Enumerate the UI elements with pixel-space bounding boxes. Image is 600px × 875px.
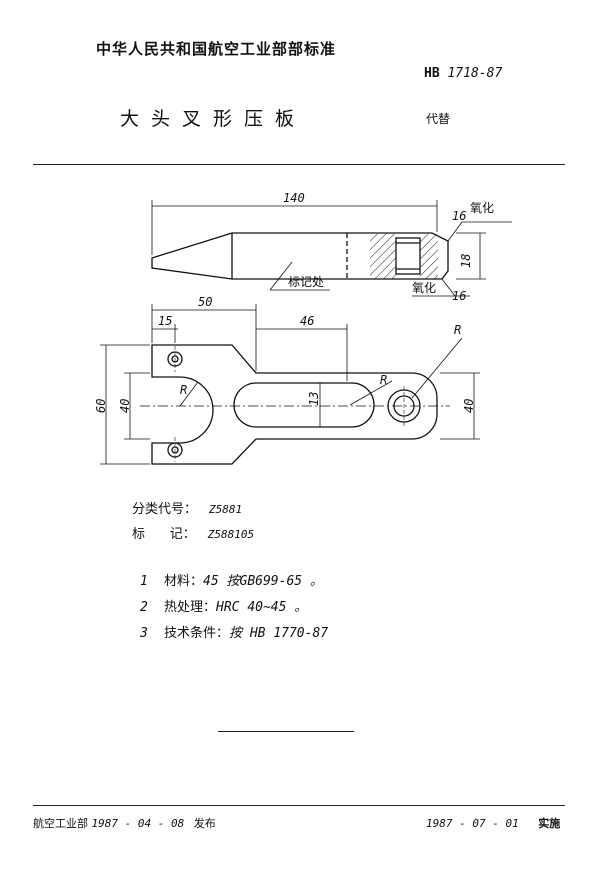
note-number: 2 [140, 600, 148, 615]
dim-50: 50 [198, 295, 212, 309]
issue-label: 发布 [193, 817, 216, 830]
note-item: 3 技术条件：按 HB 1770-87 [140, 622, 328, 641]
issuing-organization: 中华人民共和国航空工业部部标准 [96, 40, 337, 58]
issue-info: 航空工业部 1987 - 04 - 08 发布 [33, 815, 216, 831]
dim-chamfer-bottom: 16 [452, 289, 466, 303]
note-label: 技术条件： [164, 626, 230, 641]
effective-info: 1987 - 07 - 01 实施 [426, 815, 560, 831]
header-divider [33, 164, 565, 165]
radius-big-label: R [454, 323, 461, 337]
note-value: HRC 40~45 。 [216, 600, 308, 615]
footer-divider [33, 805, 565, 806]
dim-height: 18 [459, 254, 473, 268]
standard-code: 1718-87 [447, 66, 503, 81]
dim-60: 60 [94, 399, 108, 413]
end-of-content-line [218, 731, 354, 732]
dim-40-left: 40 [118, 399, 132, 413]
standard-prefix: HB [424, 66, 440, 81]
note-number: 1 [140, 574, 148, 589]
mark-location-label: 标记处 [288, 275, 324, 289]
radius-mid-label: R [380, 373, 387, 387]
oxidize-bottom-label: 氧化 [412, 281, 436, 295]
classification-mark-label: 标 记： [132, 527, 196, 542]
dim-13: 13 [307, 392, 321, 406]
effective-date: 1987 - 07 - 01 [426, 817, 519, 830]
radius-left-label: R [180, 383, 187, 397]
issuer: 航空工业部 [33, 817, 88, 830]
dim-46: 46 [300, 314, 314, 328]
standard-number: HB 1718-87 [424, 66, 502, 81]
classification-mark-value: Z588105 [207, 528, 255, 541]
note-value: 45 按GB699-65 。 [203, 574, 323, 589]
technical-drawing: 140 16 氧化 18 氧化 16 标记处 50 15 46 60 40 13… [94, 191, 512, 465]
classification-code-label: 分类代号： [132, 502, 198, 517]
classification-code-value: Z5881 [209, 503, 243, 516]
classification-code-row: 分类代号： Z5881 [132, 498, 242, 517]
dim-40-right: 40 [462, 399, 476, 413]
effective-label: 实施 [538, 817, 561, 830]
note-label: 热处理： [164, 600, 217, 615]
dim-15: 15 [158, 314, 172, 328]
issue-date: 1987 - 04 - 08 [91, 817, 185, 830]
note-item: 2 热处理：HRC 40~45 。 [140, 596, 307, 615]
replaces-label: 代替 [426, 112, 451, 126]
note-item: 1 材料：45 按GB699-65 。 [140, 570, 323, 589]
dim-chamfer-top: 16 [452, 209, 466, 223]
classification-mark-row: 标 记： Z588105 [132, 523, 254, 542]
note-value: 按 HB 1770-87 [229, 626, 329, 641]
note-label: 材料： [164, 574, 204, 589]
oxidize-top-label: 氧化 [470, 201, 494, 215]
note-number: 3 [140, 626, 148, 641]
dim-length: 140 [283, 191, 305, 205]
document-title: 大头叉形压板 [120, 108, 307, 130]
